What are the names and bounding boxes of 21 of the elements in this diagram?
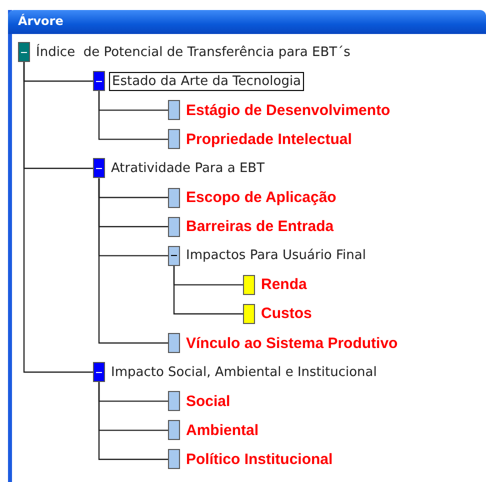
criterion-label: Ambiental bbox=[185, 420, 260, 440]
connector-line bbox=[173, 266, 243, 314]
criterion-label: Renda bbox=[260, 275, 308, 294]
category-label: Índice de Potencial de Transferência para EBT´s bbox=[35, 44, 352, 60]
criterion-label: Propriedade Intelectual bbox=[185, 130, 353, 149]
connector-line bbox=[98, 178, 168, 344]
category-label: Atratividade Para a EBT bbox=[110, 160, 266, 177]
connector-line bbox=[23, 62, 93, 373]
criterion-label: Político Institucional bbox=[185, 450, 334, 469]
connector-line bbox=[98, 91, 168, 140]
category-label: Estado da Arte da Tecnologia bbox=[109, 72, 304, 91]
criterion-label: Vínculo ao Sistema Produtivo bbox=[185, 334, 399, 352]
category-label: Impacto Social, Ambiental e Institucional bbox=[110, 364, 378, 381]
criterion-label: Custos bbox=[260, 304, 313, 324]
criterion-label: Escopo de Aplicação bbox=[185, 188, 338, 207]
connector-line bbox=[98, 382, 168, 460]
window-title: Árvore bbox=[18, 14, 64, 28]
criterion-label: Barreiras de Entrada bbox=[185, 217, 335, 236]
criterion-label: Social bbox=[185, 392, 232, 411]
criterion-label: Estágio de Desenvolvimento bbox=[185, 100, 392, 120]
category-label: Impactos Para Usuário Final bbox=[185, 247, 367, 264]
